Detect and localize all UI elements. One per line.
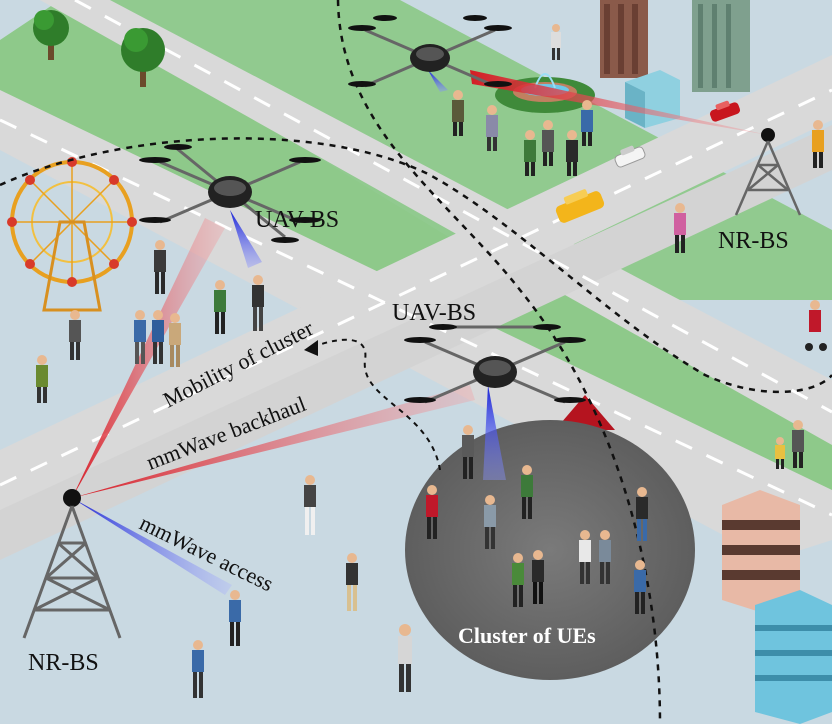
- taxi-icon: [555, 189, 605, 223]
- tree-icon: [121, 28, 165, 87]
- uav-bs-drone-icon: [348, 15, 512, 88]
- ue-cluster-disc: [405, 420, 695, 680]
- tree-icon: [33, 10, 69, 60]
- nr-bs-tower-icon: [734, 128, 802, 216]
- uav-bs-label: UAV-BS: [255, 207, 339, 233]
- buildings: [600, 0, 832, 724]
- nr-bs-label: NR-BS: [718, 228, 789, 254]
- cluster-label: Cluster of UEs: [458, 623, 596, 648]
- car-icon: [709, 100, 741, 122]
- uav-bs-drone-icon: [404, 324, 586, 404]
- access-beams: [72, 70, 506, 595]
- mobility-arrow: [309, 338, 441, 471]
- mobility-arrow-head: [304, 340, 318, 356]
- car-icon: [614, 145, 646, 168]
- grass-strip-top-left: [0, 0, 470, 300]
- backhaul-beams: [72, 70, 768, 498]
- people: [36, 24, 827, 698]
- uav-bs-label: UAV-BS: [392, 300, 476, 326]
- nr-bs-tower-icon: [22, 489, 122, 639]
- ferris-wheel-icon: [7, 157, 137, 312]
- nr-bs-label: NR-BS: [28, 650, 99, 676]
- uav-bs-drone-icon: [139, 144, 321, 243]
